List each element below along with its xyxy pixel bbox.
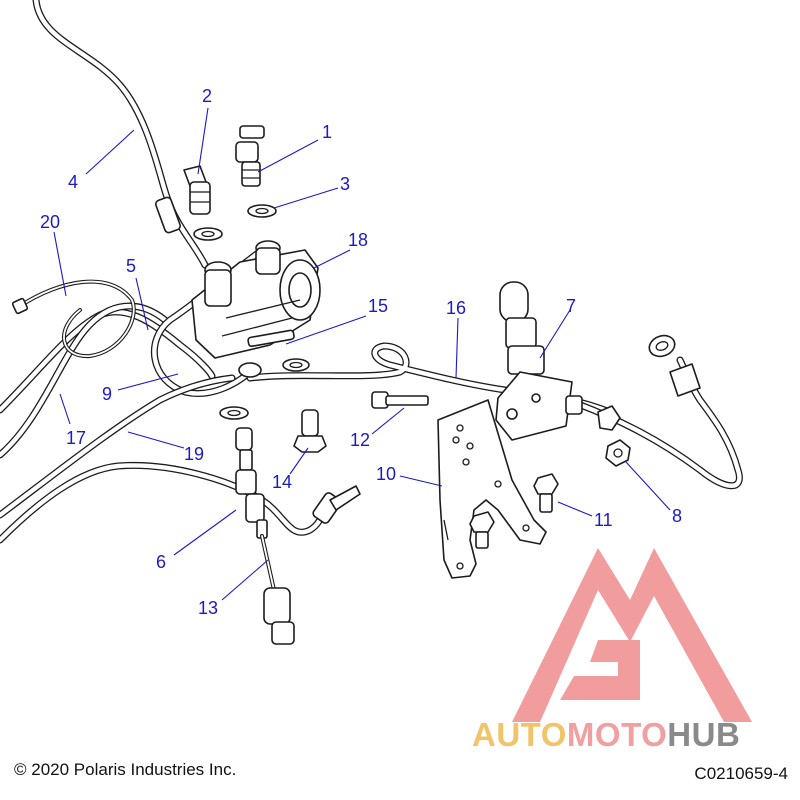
callout-17: 17 [66,428,86,448]
watermark-word-moto: MOTO [566,716,668,753]
bolt-11 [469,473,559,549]
callout-16: 16 [446,298,466,318]
brake-line-right [574,334,743,490]
watermark-word-hub: HUB [667,716,741,753]
callout-15: 15 [368,296,388,316]
brake-line-19 [0,374,236,519]
callout-8: 8 [672,506,682,526]
callout-6: 6 [156,552,166,572]
callout-1: 1 [322,122,332,142]
sensor-13 [256,519,295,645]
watermark-word-auto: AUTO [472,716,567,753]
brake-line-17 [0,302,216,459]
valve-body-18 [191,240,321,378]
banjo-bolt-2 [183,165,211,215]
callout-11: 11 [594,510,613,530]
callout-labels: 1 2 3 4 5 6 7 8 9 10 11 12 13 14 15 16 1… [40,86,682,618]
leader-lines [53,107,671,601]
drawing-code: C0210659-4 [694,764,788,783]
callout-3: 3 [340,174,350,194]
callout-5: 5 [126,256,136,276]
bracket-10 [437,399,547,579]
callout-13: 13 [198,598,218,618]
callout-12: 12 [350,430,370,450]
callout-4: 4 [68,172,78,192]
fitting-6 [235,427,265,523]
callout-19: 19 [184,444,204,464]
callout-7: 7 [566,296,576,316]
watermark-logo [512,548,752,722]
washer-3 [193,204,310,420]
copyright-notice: © 2020 Polaris Industries Inc. [14,760,237,779]
fitting-14 [293,409,327,453]
nut-8 [597,405,631,467]
bolt-12 [371,391,429,409]
fitting-15 [247,329,295,348]
brake-line-6 [0,461,361,544]
brake-line-4 [32,0,209,269]
callout-9: 9 [102,384,112,404]
proportioning-valve-7 [495,281,583,441]
clip-20 [11,279,136,359]
callout-2: 2 [202,86,212,106]
callout-18: 18 [348,230,368,250]
callout-20: 20 [40,212,60,232]
watermark-wordmark: AUTOMOTOHUB [472,716,740,754]
callout-14: 14 [272,472,292,492]
callout-10: 10 [376,464,396,484]
pressure-switch-1 [235,125,265,187]
